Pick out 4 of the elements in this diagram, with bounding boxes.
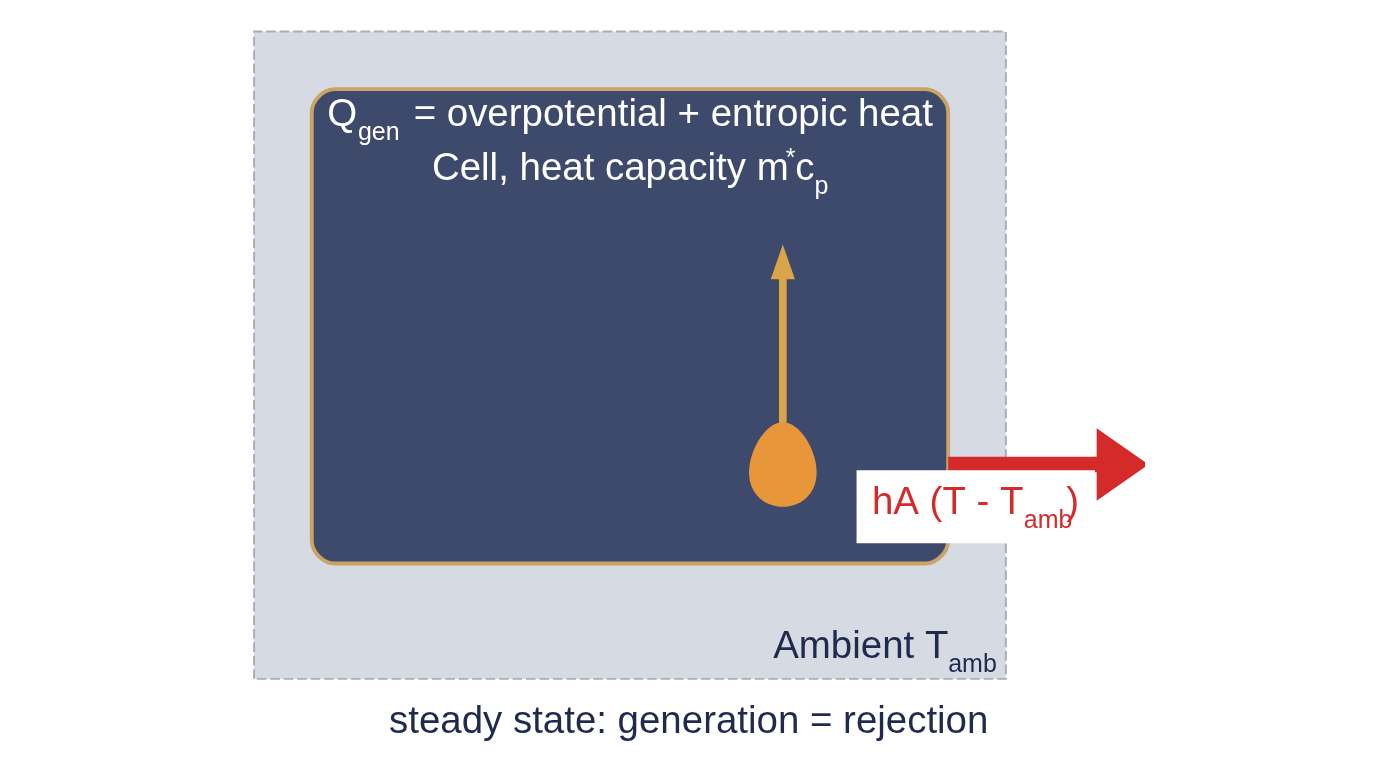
arrow xyxy=(948,428,1145,501)
caption: steady state: generation = rejection xyxy=(389,697,989,741)
arrow xyxy=(770,244,795,423)
node-flame xyxy=(749,422,817,507)
